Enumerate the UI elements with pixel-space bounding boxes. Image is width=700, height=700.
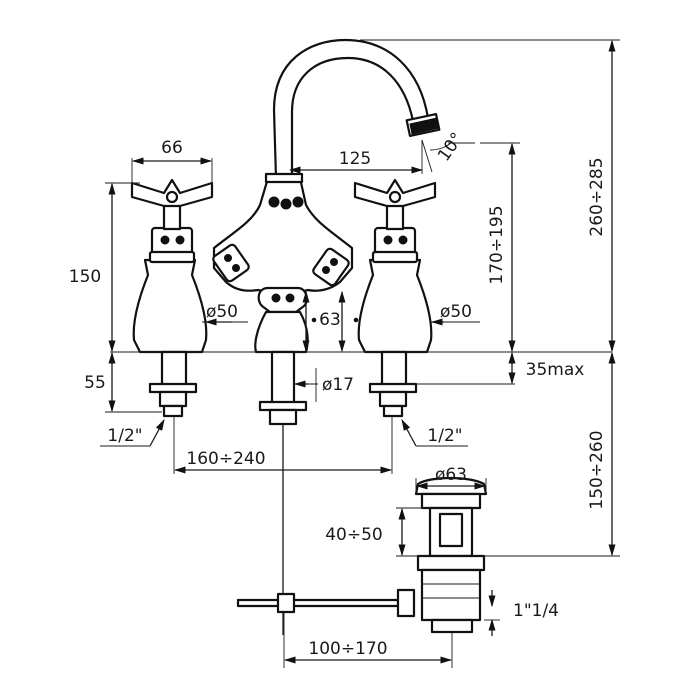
dim-dia-left-label: ø50	[206, 302, 238, 322]
dim-100-170-label: 100÷170	[308, 639, 387, 659]
dim-63: 63	[302, 290, 359, 353]
center-shank	[258, 350, 308, 635]
right-valve	[353, 178, 437, 354]
dim-dia-left: ø50	[202, 302, 248, 326]
dim-dia-17-label: ø17	[322, 375, 354, 395]
spout	[272, 38, 441, 180]
dim-half-left: 1/2"	[100, 418, 165, 447]
dim-half-right-label: 1/2"	[427, 426, 462, 446]
dim-40-50-label: 40÷50	[325, 525, 383, 545]
dim-dia-17: ø17	[293, 368, 354, 402]
dim-125: 125	[288, 140, 424, 174]
dim-150-260: 150÷260	[484, 351, 620, 557]
popup-rod	[236, 588, 416, 618]
dim-66-label: 66	[161, 138, 183, 158]
waste-valve	[414, 476, 488, 634]
right-shank	[368, 350, 418, 418]
dim-63-label: 63	[319, 310, 341, 330]
popup-knob	[254, 286, 309, 354]
dim-35max: 35max	[406, 351, 585, 385]
dim-150: 150	[69, 182, 140, 353]
dim-160-240-label: 160÷240	[186, 449, 265, 469]
dim-260-285-label: 260÷285	[587, 157, 607, 236]
dim-dia-63-label: ø63	[435, 465, 467, 485]
dim-thread-label: 1"1/4	[513, 601, 559, 621]
dim-10deg: 10°	[421, 129, 475, 173]
dim-170-195: 170÷195	[480, 142, 520, 353]
dim-dia-63: ø63	[415, 465, 487, 494]
dim-35max-label: 35max	[526, 360, 585, 380]
dim-260-285: 260÷285	[360, 39, 620, 353]
dim-66: 66	[131, 138, 213, 185]
dim-half-left-label: 1/2"	[107, 426, 142, 446]
left-valve	[130, 178, 214, 354]
dim-dia-right-label: ø50	[440, 302, 472, 322]
dim-10deg-label: 10°	[434, 129, 468, 165]
dim-thread: 1"1/4	[484, 590, 559, 636]
dim-55-label: 55	[84, 373, 106, 393]
dim-100-170: 100÷170	[283, 612, 453, 668]
dim-40-50: 40÷50	[325, 507, 430, 557]
dim-half-right: 1/2"	[401, 418, 468, 447]
dim-55: 55	[84, 351, 162, 413]
connector-left	[212, 243, 250, 283]
dim-170-195-label: 170÷195	[487, 205, 507, 284]
dim-150-260-label: 150÷260	[587, 430, 607, 509]
dim-125-label: 125	[339, 149, 371, 169]
dim-150-label: 150	[69, 267, 101, 287]
connector-right	[312, 247, 350, 287]
dim-dia-right: ø50	[430, 302, 480, 326]
dim-160-240: 160÷240	[173, 416, 393, 474]
left-shank	[148, 350, 198, 418]
